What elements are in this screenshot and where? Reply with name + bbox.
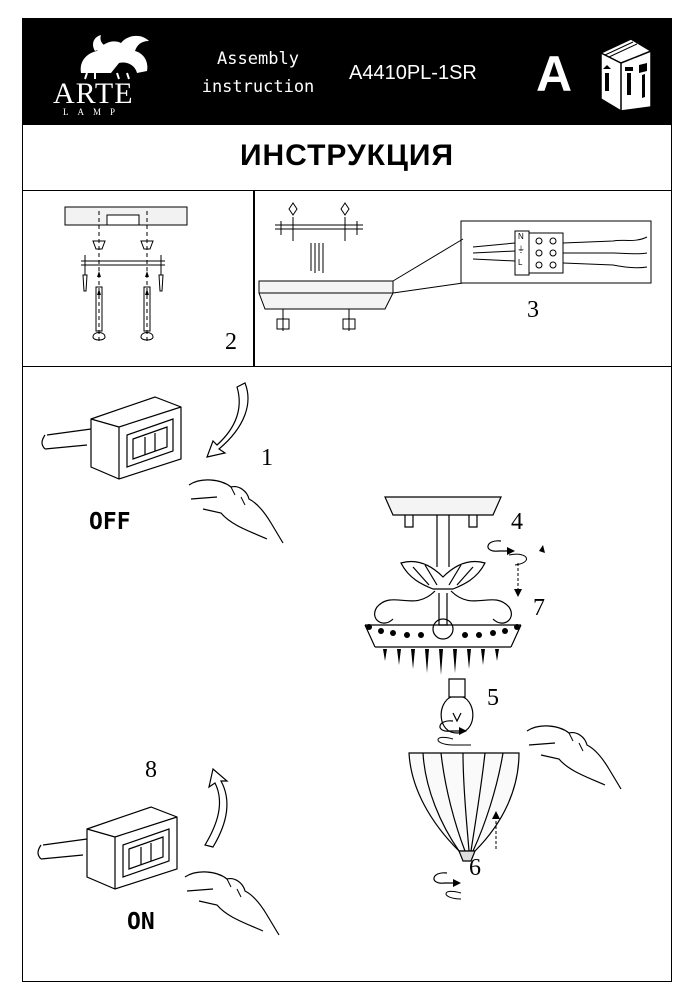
mounting-panels: 2 <box>23 191 671 367</box>
page-title: ИНСТРУКЦИЯ <box>239 139 455 172</box>
document-type-line1: Assembly <box>217 49 299 69</box>
chandelier-assembly-diagram <box>353 489 545 869</box>
step-6-number: 6 <box>469 855 481 881</box>
wiring-diagram <box>253 191 673 367</box>
hand-pressing-icon <box>187 473 287 553</box>
wall-switch-off-diagram <box>41 379 211 479</box>
rotate-arrow-bulb-icon <box>435 719 467 735</box>
logo-wordmark: ARTE <box>53 77 134 110</box>
griffin-logo-icon <box>80 35 149 117</box>
document-type: Assembly instruction <box>191 45 325 101</box>
step-5-number: 5 <box>487 685 499 711</box>
down-arrow-icon <box>514 563 522 597</box>
step-2-number: 2 <box>225 329 237 355</box>
curved-arrow-down-icon <box>199 379 259 459</box>
step-3-number: 3 <box>527 297 539 323</box>
step-4-number: 4 <box>511 509 523 535</box>
document-type-line2: instruction <box>201 77 315 97</box>
step-1-number: 1 <box>261 445 273 471</box>
panel-divider <box>253 191 255 366</box>
title-row: ИНСТРУКЦИЯ <box>23 125 671 191</box>
switch-on-label: ON <box>127 909 155 935</box>
rotate-arrow-shade-icon <box>429 871 461 887</box>
terminal-label-earth: ⏚ <box>517 245 525 254</box>
curved-arrow-up-icon <box>191 769 251 849</box>
logo-subtitle: LAMP <box>63 107 125 117</box>
wall-switch-on-diagram <box>37 789 207 889</box>
step-7-number: 7 <box>533 595 545 621</box>
up-arrow-icon <box>492 811 500 849</box>
instruction-sheet: ARTE LAMP Assembly instruction A4410PL-1… <box>22 18 672 982</box>
ceiling-mount-diagram <box>23 191 253 367</box>
section-letter: A <box>536 46 573 102</box>
step-8-number: 8 <box>145 757 157 783</box>
rotate-arrow-icon <box>483 537 515 555</box>
hand-pressing-on-icon <box>183 865 283 945</box>
terminal-label-n: N <box>518 232 524 241</box>
hand-holding-icon <box>525 719 625 799</box>
manual-book-icon <box>597 33 655 113</box>
terminal-label-l: L <box>518 258 523 267</box>
model-number: A4410PL-1SR <box>349 62 477 84</box>
switch-off-label: OFF <box>89 509 131 535</box>
header-bar: ARTE LAMP Assembly instruction A4410PL-1… <box>23 19 671 125</box>
